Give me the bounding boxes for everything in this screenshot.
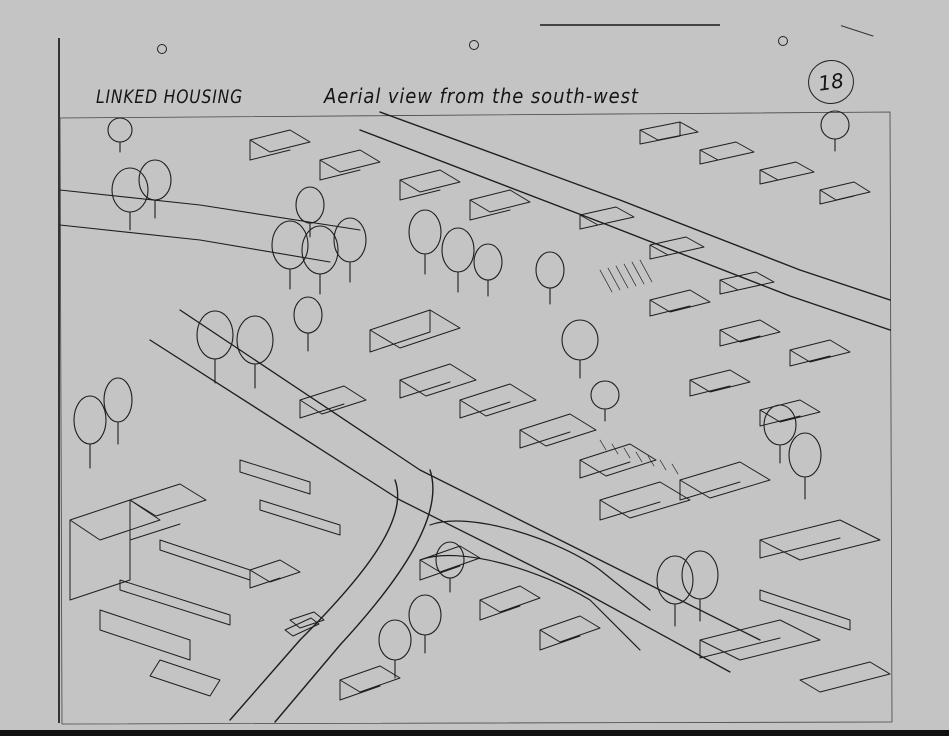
punch-hole-right	[778, 36, 788, 46]
punch-hole-left	[157, 44, 167, 54]
scan-bottom-edge	[0, 730, 949, 736]
document-title: LINKED HOUSING	[96, 86, 244, 108]
punch-hole-center	[469, 40, 479, 50]
top-rule-line	[540, 24, 720, 26]
document-subtitle: Aerial view from the south-west	[324, 84, 639, 108]
left-margin-line	[58, 38, 60, 723]
